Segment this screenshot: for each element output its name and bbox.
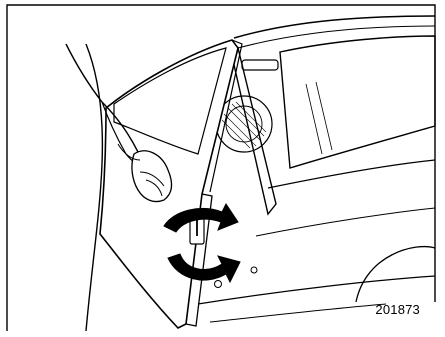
rear-window [280,36,435,168]
rocker-line [198,276,435,304]
body-handle-slot [242,60,278,70]
rear-window-glare [306,84,322,154]
striker-bolt-2 [251,267,257,273]
body-crease-line [256,208,435,236]
person-body [86,44,102,331]
figure-id-label: 201873 [375,302,420,317]
body-lower-edge [210,304,386,322]
car-door-illustration [6,4,436,331]
roof-line [234,16,435,38]
rear-wheel-arch [356,247,435,302]
striker-bolt [215,281,222,288]
body-belt-line [268,160,435,188]
b-pillar [232,48,276,214]
illustration-frame: 201873 [6,4,436,331]
